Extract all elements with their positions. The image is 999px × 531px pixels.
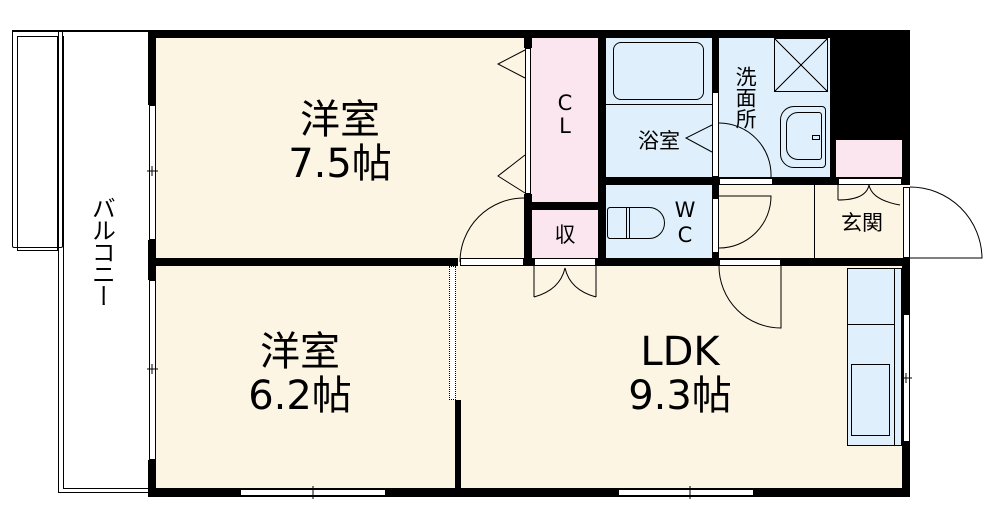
washroom-door-opening[interactable] [719, 178, 773, 185]
ldk-door-arc-icon [718, 265, 782, 329]
washbasin-inner [786, 112, 822, 160]
toilet-label: W C [670, 198, 700, 248]
bathroom-door-icon [684, 124, 713, 153]
room2-name: 洋室 [260, 329, 340, 375]
toilet-door-opening[interactable] [712, 198, 719, 253]
ldk-size: 9.3帖 [628, 373, 732, 419]
window-bottom-ldk[interactable] [618, 489, 754, 496]
ldk-door-opening[interactable] [719, 259, 781, 266]
wall-right-upper [830, 30, 836, 185]
washing-machine-icon [774, 38, 828, 92]
balcony-label: バルコニー [87, 196, 116, 306]
bathtub-icon [613, 42, 704, 100]
ldk-label: LDK 9.3帖 [610, 330, 750, 418]
storage-door-arc-icon [533, 267, 597, 298]
wall-closet-storage [524, 202, 606, 210]
shoe-cabinet-door[interactable] [838, 178, 902, 185]
bathroom [600, 30, 718, 185]
wall-closet-right [598, 30, 606, 266]
front-door-arc-icon [909, 186, 983, 259]
washroom-label: 洗面所 [733, 66, 758, 129]
balcony-floor [58, 30, 152, 493]
wall-left-lower [148, 460, 156, 495]
room1-name: 洋室 [300, 97, 380, 143]
hallway-entrance-divider [814, 185, 815, 258]
room2-size: 6.2帖 [248, 373, 352, 419]
wall-bottom [148, 488, 910, 497]
storage [530, 216, 600, 266]
wall-right-upper2 [902, 140, 910, 185]
closet-line1: C [557, 91, 573, 115]
room2-sliding-door[interactable] [449, 266, 456, 400]
storage-label: 収 [554, 223, 576, 247]
bathroom-door-opening[interactable] [712, 92, 719, 177]
faucet-icon [812, 135, 820, 140]
closet-door-upper-icon [496, 49, 526, 79]
closet-line2: L [559, 114, 571, 139]
toilet-tank [626, 208, 630, 238]
bathroom-label: 浴室 [638, 129, 680, 153]
wall-closet-left [524, 30, 532, 48]
balcony-outer-rail [12, 30, 63, 248]
bathroom-floor-line [606, 104, 714, 105]
toilet-line1: W [674, 198, 696, 222]
room1-door-arc-icon [459, 197, 525, 263]
wall-bath-wash [712, 30, 719, 92]
entrance-label: 玄関 [841, 211, 883, 235]
storage-door-opening[interactable] [534, 258, 596, 266]
toilet-door-arc-icon [718, 195, 772, 249]
washbasin-icon [780, 106, 826, 168]
closet [530, 30, 600, 216]
toilet-icon [607, 207, 665, 239]
closet-label: C L [548, 91, 582, 139]
wall-top-left [148, 30, 530, 38]
wall-closet-left-lower [524, 194, 532, 266]
kitchen-counter-edge [894, 268, 895, 446]
balcony-floor-inner [63, 36, 152, 489]
wall-right-block [830, 30, 910, 140]
western-room-1 [150, 30, 530, 266]
western-room-2 [150, 266, 455, 492]
wall-ldk-left [455, 400, 461, 492]
shoe-cabinet-door-icon [837, 184, 901, 206]
hallway [718, 185, 816, 266]
balcony-inner-rail [17, 36, 58, 251]
ldk-name: LDK [640, 329, 720, 375]
closet-door-opening[interactable] [525, 48, 531, 194]
washroom-door-arc-icon [718, 122, 772, 178]
closet-door-lower-icon [497, 154, 526, 194]
shoe-cabinet [836, 140, 902, 177]
front-door-opening[interactable] [903, 187, 910, 258]
kitchen-counter [847, 268, 902, 446]
wall-left-upper [148, 30, 156, 105]
stove-icon [851, 364, 890, 436]
wall-top-right [530, 30, 910, 38]
room2-label: 洋室 6.2帖 [230, 330, 370, 418]
kitchen-counter-divider [847, 324, 894, 325]
entrance [816, 185, 908, 266]
ldk-room [455, 266, 908, 492]
room1-label: 洋室 7.5帖 [270, 98, 410, 186]
wall-mid-horizontal [148, 258, 458, 266]
toilet-line2: C [677, 223, 693, 248]
room1-size: 7.5帖 [288, 141, 392, 187]
